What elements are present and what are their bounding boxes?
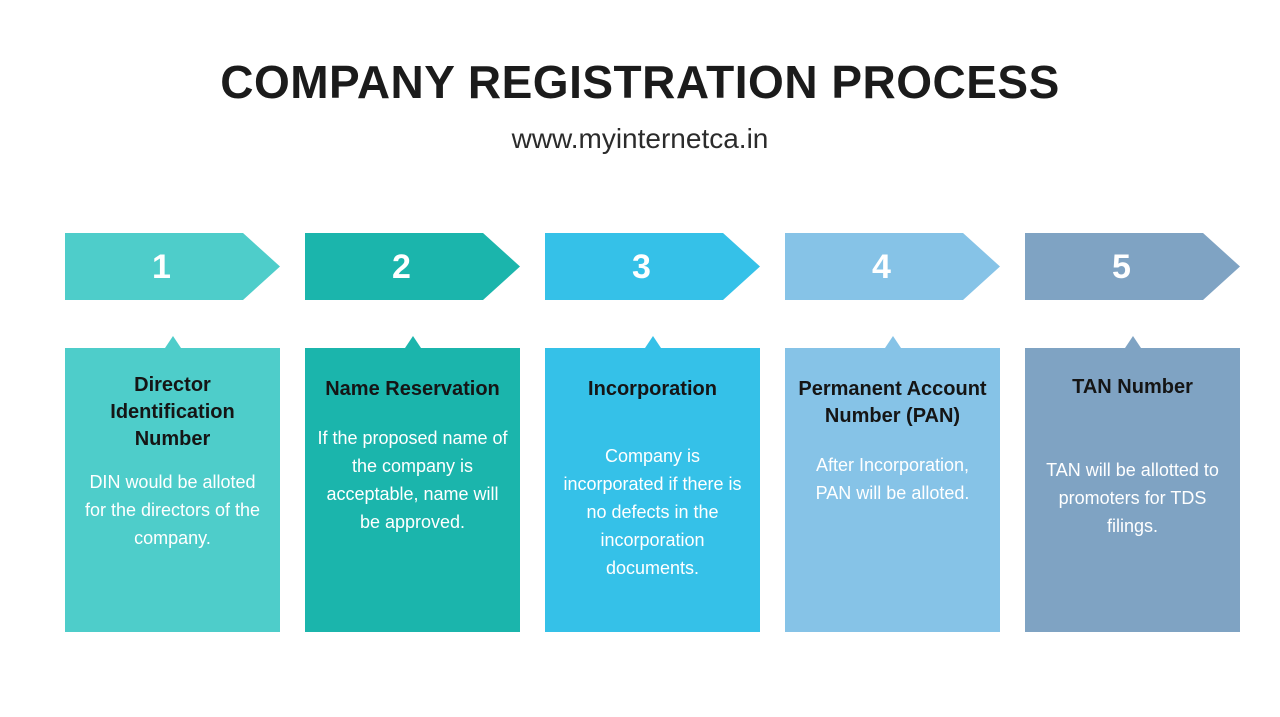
- step-pointer-2: [404, 336, 421, 348]
- process-step-3: 3 Incorporation Company is incorporated …: [545, 233, 760, 633]
- step-arrow-5: 5: [1025, 233, 1240, 300]
- step-number-1: 1: [152, 247, 171, 286]
- step-number-3: 3: [632, 247, 651, 286]
- process-flow: 1 Director Identification Number DIN wou…: [65, 233, 1240, 633]
- step-arrow-1: 1: [65, 233, 280, 300]
- process-step-2: 2 Name Reservation If the proposed name …: [305, 233, 520, 633]
- step-pointer-5: [1124, 336, 1141, 348]
- process-step-5: 5 TAN Number TAN will be allotted to pro…: [1025, 233, 1240, 633]
- step-body-1: DIN would be alloted for the directors o…: [84, 472, 261, 548]
- step-number-2: 2: [392, 247, 411, 286]
- step-card-1: Director Identification Number DIN would…: [65, 348, 280, 632]
- step-pointer-4: [884, 336, 901, 348]
- step-card-wrap-5: TAN Number TAN will be allotted to promo…: [1025, 336, 1240, 632]
- step-arrow-3: 3: [545, 233, 760, 300]
- step-body-4: After Incorporation, PAN will be alloted…: [815, 455, 970, 503]
- step-card-4: Permanent Account Number (PAN) After Inc…: [785, 348, 1000, 632]
- step-title-5: TAN Number: [1072, 376, 1193, 398]
- step-pointer-3: [644, 336, 661, 348]
- step-title-3: Incorporation: [588, 378, 717, 400]
- process-step-1: 1 Director Identification Number DIN wou…: [65, 233, 280, 633]
- step-body-2: If the proposed name of the company is a…: [317, 428, 508, 532]
- step-card-wrap-1: Director Identification Number DIN would…: [65, 336, 280, 632]
- step-card-wrap-2: Name Reservation If the proposed name of…: [305, 336, 520, 632]
- step-body-3: Company is incorporated if there is no d…: [563, 446, 742, 578]
- step-title-1: Director Identification Number: [110, 374, 235, 450]
- step-arrow-2: 2: [305, 233, 520, 300]
- step-pointer-1: [164, 336, 181, 348]
- page-title: COMPANY REGISTRATION PROCESS: [220, 56, 1060, 108]
- step-card-3: Incorporation Company is incorporated if…: [545, 348, 760, 632]
- step-card-2: Name Reservation If the proposed name of…: [305, 348, 520, 632]
- step-card-wrap-4: Permanent Account Number (PAN) After Inc…: [785, 336, 1000, 632]
- step-title-4: Permanent Account Number (PAN): [798, 378, 987, 427]
- page-subtitle: www.myinternetca.in: [511, 123, 769, 155]
- step-title-2: Name Reservation: [325, 378, 500, 400]
- step-number-5: 5: [1112, 247, 1131, 286]
- step-card-5: TAN Number TAN will be allotted to promo…: [1025, 348, 1240, 632]
- header: COMPANY REGISTRATION PROCESS www.myinter…: [0, 58, 1280, 155]
- step-number-4: 4: [872, 247, 891, 286]
- step-arrow-4: 4: [785, 233, 1000, 300]
- step-card-wrap-3: Incorporation Company is incorporated if…: [545, 336, 760, 632]
- process-step-4: 4 Permanent Account Number (PAN) After I…: [785, 233, 1000, 633]
- step-body-5: TAN will be allotted to promoters for TD…: [1046, 460, 1219, 536]
